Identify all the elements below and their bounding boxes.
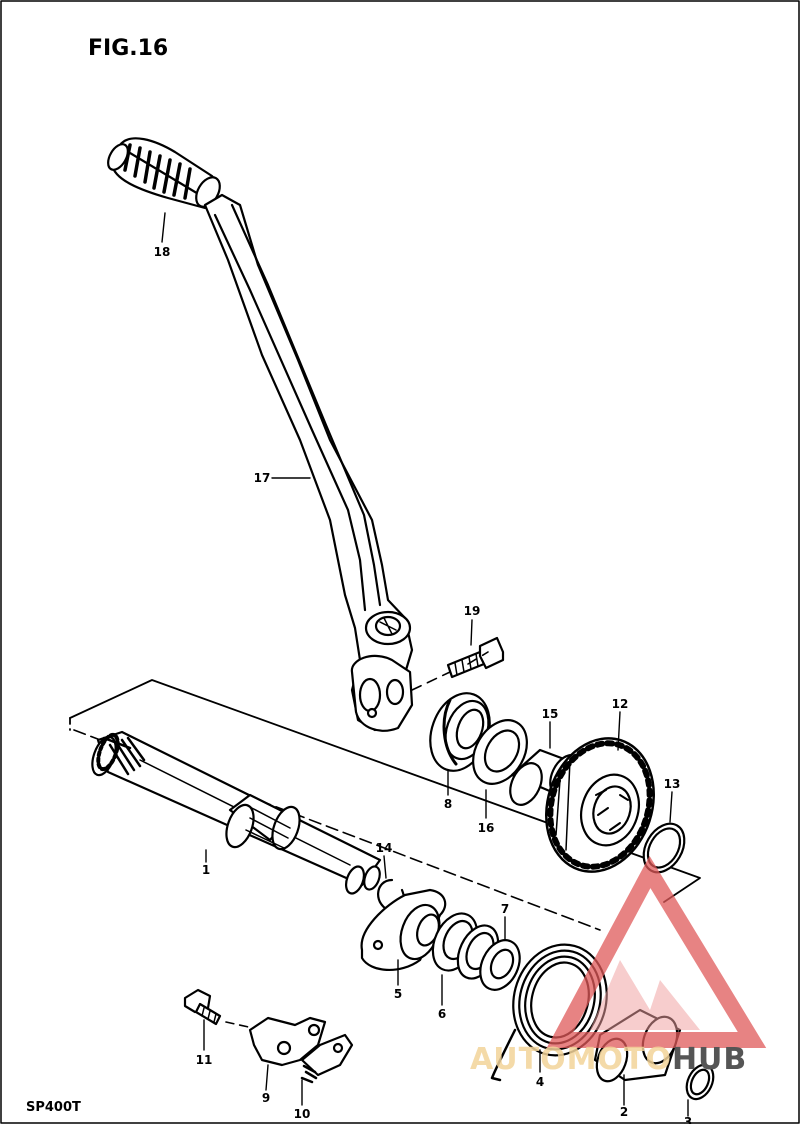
part-number-13: 13: [664, 777, 681, 791]
watermark-text-part1: AUTOMOTO: [470, 1042, 672, 1077]
figure-title: FIG.16: [88, 36, 169, 61]
part-number-17: 17: [254, 471, 271, 485]
part-number-12: 12: [612, 697, 629, 711]
part-number-11: 11: [196, 1053, 213, 1067]
part-number-15: 15: [542, 707, 559, 721]
lever-bolt-drawing: [446, 636, 505, 679]
part-number-9: 9: [262, 1091, 270, 1105]
part-number-19: 19: [464, 604, 481, 618]
lock-washer-drawing: [300, 1033, 354, 1084]
part-number-2: 2: [620, 1105, 628, 1119]
shaft-frame: [69, 679, 701, 903]
bolt-11-drawing: [183, 988, 222, 1026]
circlip-13-drawing: [642, 822, 686, 874]
model-code: SP400T: [26, 1100, 81, 1115]
washer-7-drawing: [456, 924, 521, 991]
part-number-18: 18: [154, 245, 171, 259]
leader-lines: [161, 212, 689, 1117]
part-number-5: 5: [394, 987, 402, 1001]
pedal-grip-drawing: [107, 137, 221, 210]
watermark-logo: [546, 855, 767, 1048]
washer-16-drawing: [472, 719, 528, 785]
kick-gear-drawing: [545, 737, 655, 873]
part-number-8: 8: [444, 797, 452, 811]
part-number-10: 10: [294, 1107, 311, 1121]
part-number-1: 1: [202, 863, 210, 877]
alignment-lines: [411, 651, 489, 691]
part-number-14: 14: [376, 841, 393, 855]
part-labels: 18 17 19 15 12 8 16 13 1 14 7 5 6 4 11 9…: [154, 245, 693, 1124]
stopper-plate-drawing: [248, 1016, 327, 1067]
circlip-3-drawing: [685, 1063, 715, 1101]
return-spring-drawing: [490, 943, 608, 1082]
kick-shaft-drawing: [91, 730, 382, 895]
part-number-4: 4: [536, 1075, 544, 1089]
part-number-3: 3: [684, 1115, 692, 1124]
part-number-7: 7: [501, 902, 509, 916]
kick-lever-drawing: [203, 193, 414, 732]
part-number-6: 6: [438, 1007, 446, 1021]
watermark-text-part2: HUB: [671, 1042, 748, 1077]
part-number-16: 16: [478, 821, 495, 835]
watermark-text: AUTOMOTOHUB: [470, 1042, 747, 1077]
